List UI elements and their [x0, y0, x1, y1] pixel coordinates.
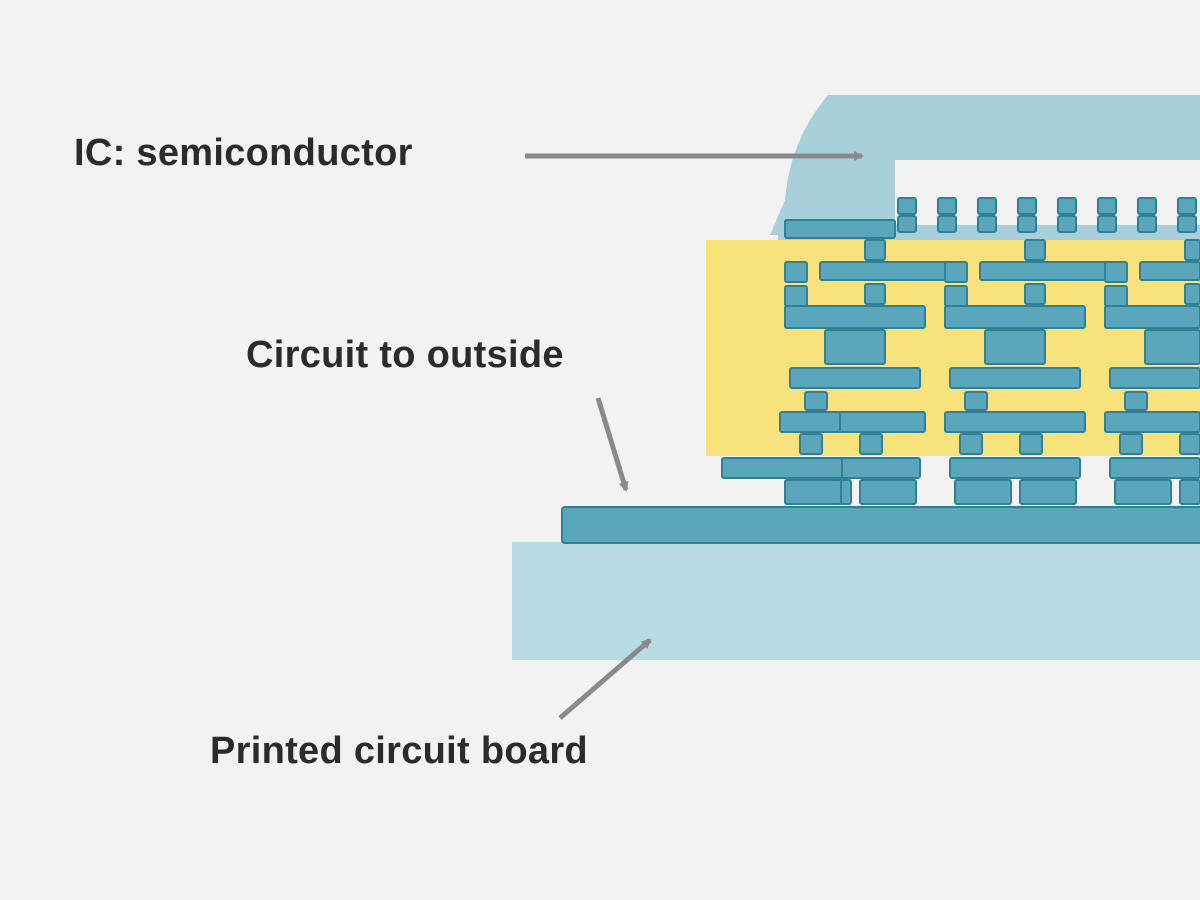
via	[1184, 283, 1200, 305]
metal-line	[789, 367, 921, 389]
printed-circuit-board	[512, 542, 1200, 660]
contact-pad	[1097, 197, 1117, 215]
contact-pad	[897, 215, 917, 233]
via	[1024, 239, 1046, 261]
contact-pad	[897, 197, 917, 215]
bump	[1019, 479, 1077, 505]
via	[864, 239, 886, 261]
via	[944, 285, 968, 307]
metal-line	[721, 457, 843, 479]
bump	[954, 479, 1012, 505]
metal-line	[784, 305, 926, 329]
metal-block	[824, 329, 886, 365]
contact-pad	[977, 197, 997, 215]
contact-pad	[1137, 215, 1157, 233]
via	[1104, 261, 1128, 283]
contact-pad	[1177, 197, 1197, 215]
via	[959, 433, 983, 455]
circuit-to-outside-trace	[561, 506, 1200, 544]
via	[964, 391, 988, 411]
contact-pad	[1017, 215, 1037, 233]
label-printed-circuit-board: Printed circuit board	[210, 730, 588, 772]
bump	[859, 479, 917, 505]
metal-line	[1104, 411, 1200, 433]
bump	[1179, 479, 1200, 505]
contact-pad	[1057, 215, 1077, 233]
arrow-icon	[595, 397, 629, 492]
arrow-icon	[558, 638, 652, 720]
via	[1104, 285, 1128, 307]
contact-pad	[1097, 215, 1117, 233]
metal-block	[984, 329, 1046, 365]
contact-pad	[1137, 197, 1157, 215]
label-circuit-to-outside: Circuit to outside	[246, 334, 564, 376]
contact-pad	[1177, 215, 1197, 233]
via	[799, 433, 823, 455]
metal-line	[1109, 367, 1200, 389]
via	[944, 261, 968, 283]
via	[864, 283, 886, 305]
via	[1124, 391, 1148, 411]
via	[1024, 283, 1046, 305]
metal-line	[979, 261, 1121, 281]
metal-line	[1104, 305, 1200, 329]
via	[859, 433, 883, 455]
via	[1019, 433, 1043, 455]
contact-pad	[1057, 197, 1077, 215]
bump	[784, 479, 842, 505]
contact-pad	[977, 215, 997, 233]
metal-block	[1144, 329, 1200, 365]
via	[1184, 239, 1200, 261]
metal-line	[819, 261, 961, 281]
via	[784, 261, 808, 283]
metal-line	[784, 219, 896, 239]
bump	[1114, 479, 1172, 505]
via	[784, 285, 808, 307]
metal-line	[944, 411, 1086, 433]
metal-line	[949, 457, 1081, 479]
via	[804, 391, 828, 411]
metal-line	[1109, 457, 1200, 479]
contact-pad	[937, 215, 957, 233]
metal-line	[949, 367, 1081, 389]
metal-line	[1139, 261, 1200, 281]
circuit-interconnect	[721, 197, 1200, 505]
contact-pad	[937, 197, 957, 215]
metal-line	[944, 305, 1086, 329]
via	[1179, 433, 1200, 455]
metal-line	[779, 411, 841, 433]
label-ic-semiconductor: IC: semiconductor	[74, 132, 413, 174]
via	[1119, 433, 1143, 455]
contact-pad	[1017, 197, 1037, 215]
